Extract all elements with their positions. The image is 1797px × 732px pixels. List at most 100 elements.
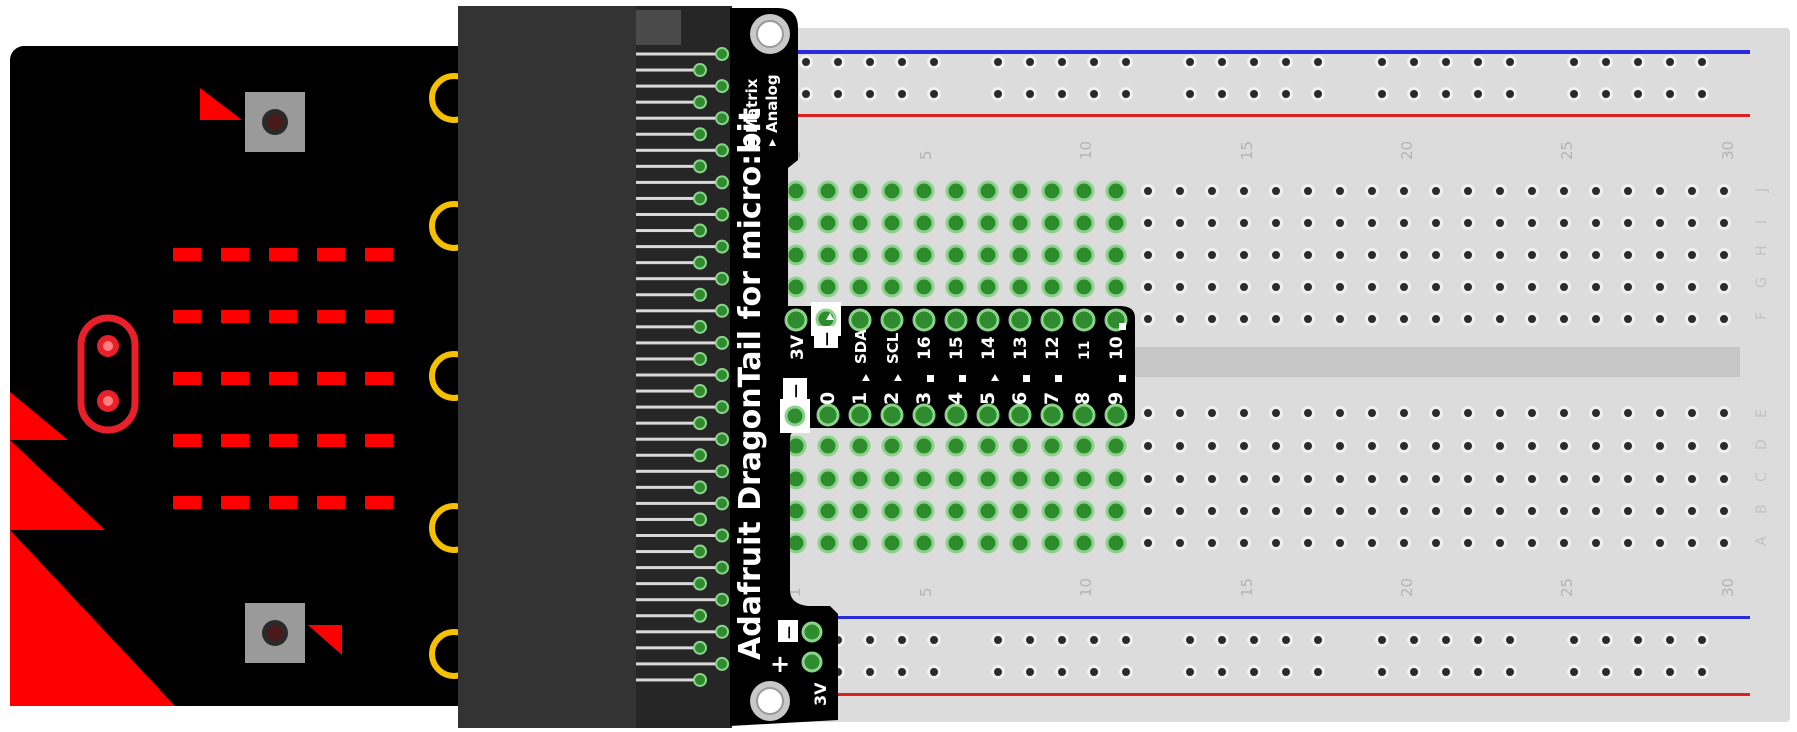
breadboard-hole[interactable] (1397, 280, 1411, 294)
occupied-hole[interactable] (1009, 212, 1031, 234)
breadboard-hole[interactable] (1429, 280, 1443, 294)
rail-hole[interactable] (1215, 665, 1229, 679)
rail-hole[interactable] (1087, 665, 1101, 679)
breadboard-hole[interactable] (1333, 406, 1347, 420)
breadboard-hole[interactable] (1557, 504, 1571, 518)
breadboard-hole[interactable] (1397, 536, 1411, 550)
breadboard-hole[interactable] (1429, 472, 1443, 486)
header-pad[interactable] (1072, 403, 1096, 427)
breadboard-hole[interactable] (1269, 504, 1283, 518)
rail-hole[interactable] (1631, 665, 1645, 679)
rail-hole[interactable] (1407, 665, 1421, 679)
breadboard-hole[interactable] (1621, 536, 1635, 550)
breadboard-hole[interactable] (1621, 312, 1635, 326)
breadboard-hole[interactable] (1173, 216, 1187, 230)
button-b[interactable] (245, 603, 305, 663)
occupied-hole[interactable] (1073, 532, 1095, 554)
rail-hole[interactable] (1663, 633, 1677, 647)
breadboard-hole[interactable] (1301, 280, 1315, 294)
breadboard-hole[interactable] (1557, 536, 1571, 550)
breadboard-hole[interactable] (1365, 472, 1379, 486)
header-pad[interactable] (1040, 403, 1064, 427)
breadboard-hole[interactable] (1493, 248, 1507, 262)
header-pad[interactable] (880, 403, 904, 427)
rail-hole[interactable] (1311, 665, 1325, 679)
rail-hole[interactable] (1215, 87, 1229, 101)
header-pad[interactable] (976, 308, 1000, 332)
breadboard-hole[interactable] (1269, 248, 1283, 262)
breadboard-hole[interactable] (1237, 504, 1251, 518)
occupied-hole[interactable] (881, 180, 903, 202)
occupied-hole[interactable] (849, 276, 871, 298)
rail-hole[interactable] (1471, 665, 1485, 679)
breadboard-hole[interactable] (1173, 504, 1187, 518)
breadboard-hole[interactable] (1301, 248, 1315, 262)
rail-hole[interactable] (1663, 55, 1677, 69)
breadboard-hole[interactable] (1237, 280, 1251, 294)
rail-hole[interactable] (1119, 87, 1133, 101)
header-pad[interactable] (816, 403, 840, 427)
breadboard-hole[interactable] (1237, 439, 1251, 453)
breadboard-hole[interactable] (1461, 439, 1475, 453)
breadboard-hole[interactable] (1333, 472, 1347, 486)
occupied-hole[interactable] (785, 212, 807, 234)
breadboard-hole[interactable] (1621, 280, 1635, 294)
occupied-hole[interactable] (881, 532, 903, 554)
breadboard-hole[interactable] (1621, 439, 1635, 453)
occupied-hole[interactable] (1105, 532, 1127, 554)
breadboard-hole[interactable] (1621, 472, 1635, 486)
rail-hole[interactable] (863, 55, 877, 69)
rail-hole[interactable] (1471, 55, 1485, 69)
breadboard-hole[interactable] (1589, 536, 1603, 550)
breadboard-hole[interactable] (1653, 439, 1667, 453)
breadboard-hole[interactable] (1333, 504, 1347, 518)
rail-hole[interactable] (1471, 633, 1485, 647)
breadboard-hole[interactable] (1493, 472, 1507, 486)
breadboard-hole[interactable] (1493, 184, 1507, 198)
breadboard-hole[interactable] (1429, 312, 1443, 326)
breadboard-hole[interactable] (1589, 280, 1603, 294)
breadboard-hole[interactable] (1397, 184, 1411, 198)
breadboard-hole[interactable] (1621, 504, 1635, 518)
breadboard-hole[interactable] (1333, 280, 1347, 294)
breadboard-hole[interactable] (1717, 248, 1731, 262)
breadboard-hole[interactable] (1717, 536, 1731, 550)
breadboard-hole[interactable] (1173, 406, 1187, 420)
occupied-hole[interactable] (881, 244, 903, 266)
breadboard-hole[interactable] (1429, 406, 1443, 420)
breadboard-hole[interactable] (1653, 472, 1667, 486)
breadboard-hole[interactable] (1493, 536, 1507, 550)
breadboard-hole[interactable] (1205, 312, 1219, 326)
breadboard-hole[interactable] (1397, 406, 1411, 420)
breadboard-hole[interactable] (1557, 439, 1571, 453)
breadboard-hole[interactable] (1717, 280, 1731, 294)
rail-hole[interactable] (927, 87, 941, 101)
rail-hole[interactable] (1087, 55, 1101, 69)
rail-hole[interactable] (1503, 87, 1517, 101)
rail-hole[interactable] (1375, 55, 1389, 69)
rail-hole[interactable] (1695, 55, 1709, 69)
occupied-hole[interactable] (1105, 468, 1127, 490)
breadboard-hole[interactable] (1333, 184, 1347, 198)
breadboard-hole[interactable] (1333, 248, 1347, 262)
breadboard-hole[interactable] (1493, 406, 1507, 420)
occupied-hole[interactable] (913, 276, 935, 298)
breadboard-hole[interactable] (1557, 184, 1571, 198)
breadboard-hole[interactable] (1685, 536, 1699, 550)
breadboard-hole[interactable] (1717, 216, 1731, 230)
occupied-hole[interactable] (817, 500, 839, 522)
breadboard-hole[interactable] (1653, 216, 1667, 230)
breadboard-hole[interactable] (1141, 280, 1155, 294)
breadboard-hole[interactable] (1269, 312, 1283, 326)
occupied-hole[interactable] (1073, 212, 1095, 234)
rail-hole[interactable] (1247, 665, 1261, 679)
header-pad[interactable] (1008, 308, 1032, 332)
occupied-hole[interactable] (913, 212, 935, 234)
rail-hole[interactable] (863, 665, 877, 679)
occupied-hole[interactable] (1009, 500, 1031, 522)
rail-hole[interactable] (991, 665, 1005, 679)
breadboard-hole[interactable] (1461, 248, 1475, 262)
breadboard-hole[interactable] (1397, 216, 1411, 230)
button-a[interactable] (245, 92, 305, 152)
occupied-hole[interactable] (1105, 435, 1127, 457)
